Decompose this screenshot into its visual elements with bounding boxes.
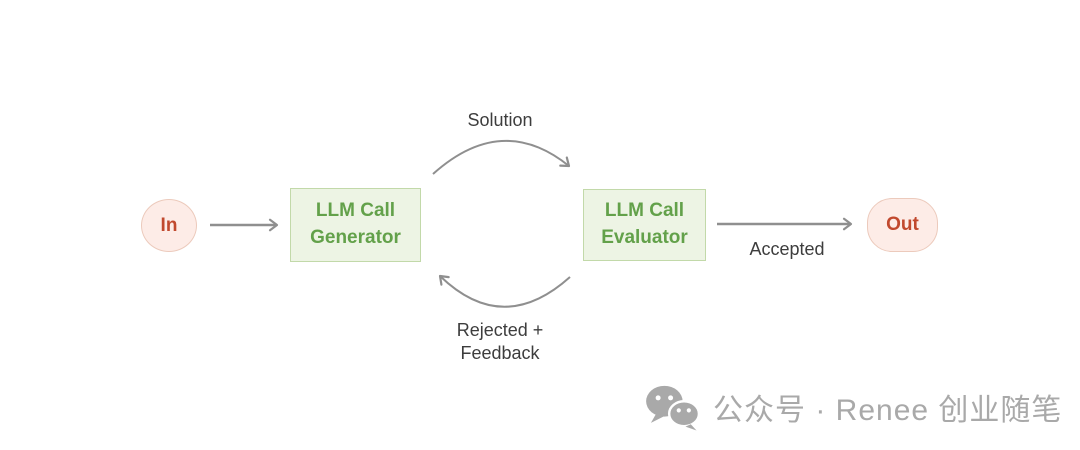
output-node: Out	[867, 198, 938, 252]
accepted-edge-label: Accepted	[749, 239, 825, 259]
output-node-label: Out	[886, 214, 919, 235]
watermark-text: 公众号 · Renee 创业随笔	[713, 394, 1063, 427]
arrow-evaluator-to-generator	[438, 274, 571, 308]
llm-evaluator-label: LLM Call Evaluator	[601, 200, 688, 248]
input-node: In	[141, 199, 197, 252]
llm-evaluator-box: LLM Call Evaluator	[583, 189, 706, 261]
arrow-generator-to-evaluator	[432, 139, 571, 175]
input-node-label: In	[160, 214, 178, 236]
llm-generator-label: LLM Call Generator	[310, 200, 401, 248]
watermark: 公众号 · Renee 创业随笔	[644, 383, 1062, 431]
rejected-feedback-edge-label: Rejected + Feedback	[456, 320, 544, 363]
llm-generator-box: LLM Call Generator	[290, 188, 421, 262]
solution-edge-label: Solution	[467, 110, 533, 130]
wechat-icon	[646, 385, 701, 431]
